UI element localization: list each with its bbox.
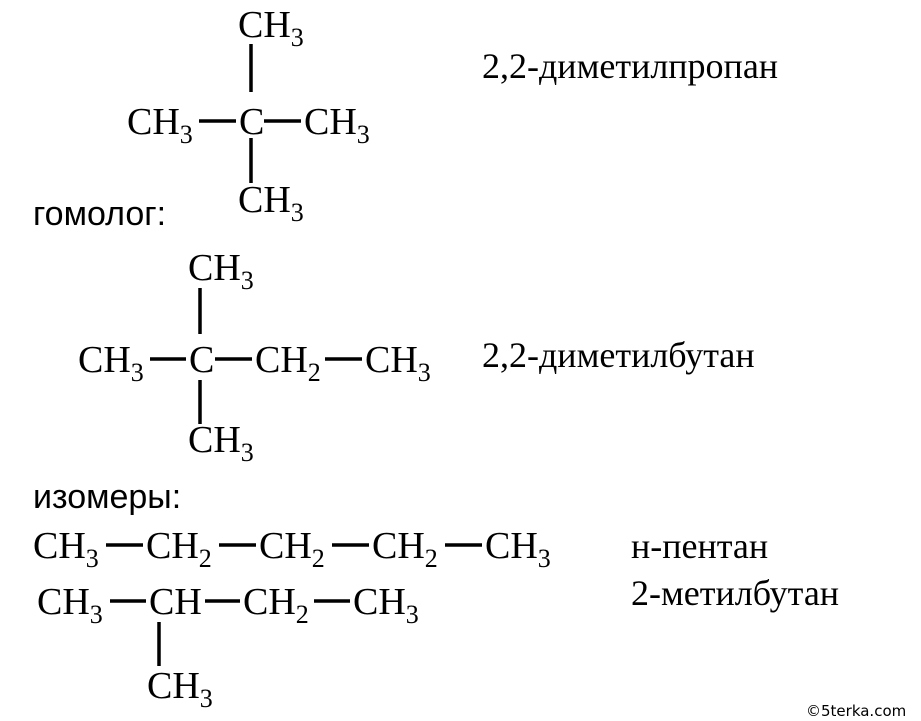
atom-c2: CH2 — [146, 525, 212, 573]
name-dimethylbutane: 2,2-диметилбутан — [482, 335, 755, 375]
watermark: ©5terka.com — [806, 702, 906, 720]
neopentane-structure: CH3 CH3 C CH3 CH3 — [127, 4, 370, 227]
atom-bottom: CH3 — [188, 419, 254, 467]
atom-center: C — [239, 101, 264, 143]
atom-c5: CH3 — [485, 525, 551, 573]
section-label-isomers: изомеры: — [33, 478, 181, 516]
name-neopentane: 2,2-диметилпропан — [482, 46, 778, 86]
atom-branch: CH3 — [147, 665, 213, 713]
name-n-pentane: н-пентан — [631, 526, 768, 566]
atom-left: CH3 — [78, 339, 144, 387]
atom-c4: CH3 — [353, 581, 419, 629]
atom-c4: CH2 — [372, 525, 438, 573]
atom-c3: CH2 — [259, 525, 325, 573]
atom-left: CH3 — [127, 101, 193, 149]
atom-right: CH3 — [365, 339, 431, 387]
section-label-homolog: гомолог: — [33, 195, 166, 233]
name-methylbutane: 2-метилбутан — [631, 573, 839, 613]
atom-ch2: CH2 — [255, 339, 321, 387]
atom-center: C — [189, 339, 214, 381]
atom-right: CH3 — [304, 101, 370, 149]
atom-top: CH3 — [188, 247, 254, 295]
dimethylbutane-structure: CH3 CH3 C CH2 CH3 CH3 — [78, 247, 431, 467]
atom-c2: CH — [149, 581, 202, 623]
n-pentane-structure: CH3 CH2 CH2 CH2 CH3 — [33, 525, 551, 573]
atom-c3: CH2 — [243, 581, 309, 629]
atom-c1: CH3 — [37, 581, 103, 629]
atom-top: CH3 — [238, 4, 304, 52]
atom-bottom: CH3 — [238, 179, 304, 227]
atom-c1: CH3 — [33, 525, 99, 573]
methylbutane-structure: CH3 CH CH2 CH3 CH3 — [37, 581, 419, 713]
